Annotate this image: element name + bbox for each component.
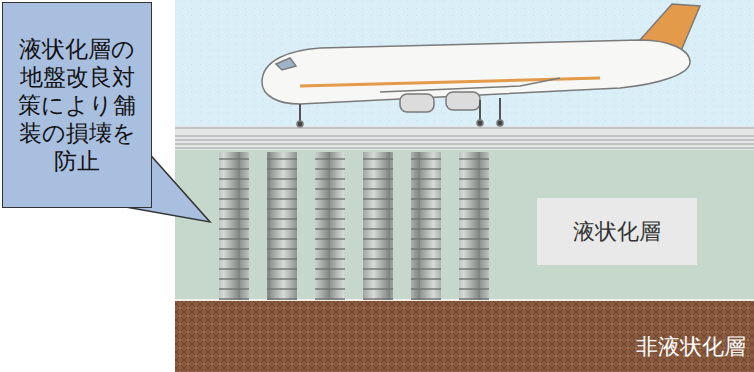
pavement (175, 126, 754, 150)
sky (175, 0, 754, 126)
non-liquefiable-layer (175, 300, 754, 372)
airplane (262, 4, 700, 127)
node-text: 液状化層 (573, 217, 661, 247)
callout-box: 液状化層の地盤改良対策により舗装の損壊を防止 (2, 2, 152, 208)
layer-label-box: 液状化層 (537, 198, 697, 265)
liquefiable-layer (175, 150, 754, 300)
node-text: 非液状化層 (636, 332, 746, 362)
node-text: 液状化層の地盤改良対策により舗装の損壊を防止 (17, 35, 137, 175)
improvement-columns (219, 152, 489, 300)
ground-band-label: 非液状化層 (624, 324, 750, 370)
